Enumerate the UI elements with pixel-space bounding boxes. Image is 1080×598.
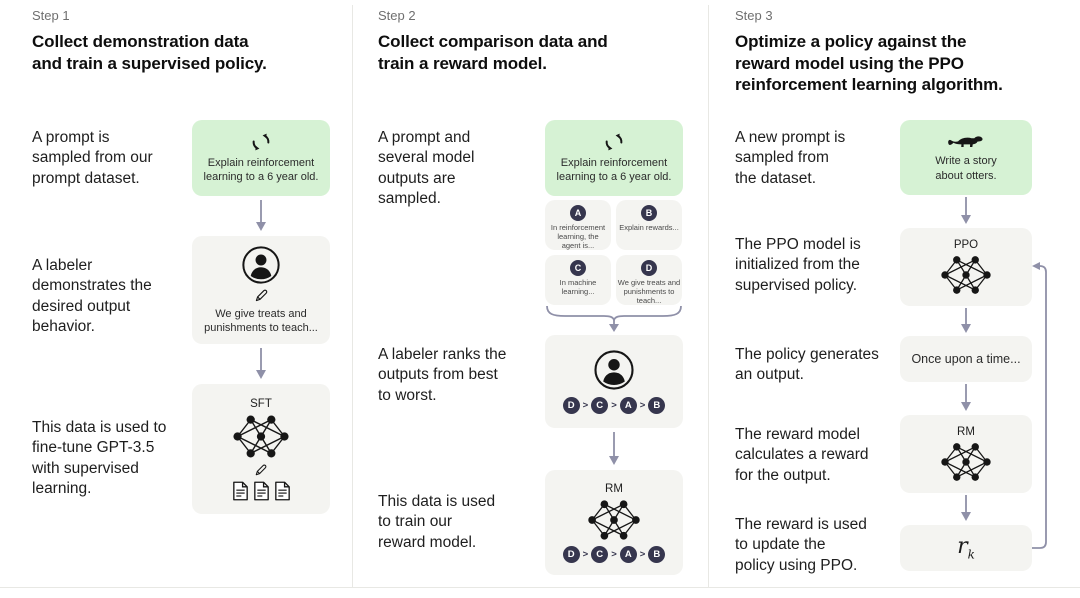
- output-text-a: In reinforcement learning, the agent is.…: [550, 223, 606, 250]
- step1-caption-labeler: A labeler demonstrates the desired outpu…: [32, 257, 152, 336]
- neural-net-icon: [231, 413, 291, 460]
- letter-badge-d: D: [641, 260, 657, 276]
- step2-rm-box: RM D > C > A > B: [545, 470, 683, 575]
- sft-label: SFT: [250, 397, 272, 410]
- model-outputs-grid: A In reinforcement learning, the agent i…: [545, 200, 682, 305]
- gt-separator: >: [639, 548, 646, 560]
- refresh-icon: [604, 132, 624, 152]
- neural-net-icon: [939, 441, 993, 483]
- step3-caption-output: The policy generates an output.: [735, 346, 879, 384]
- step2-labeler-box: D > C > A > B: [545, 335, 683, 428]
- step2-caption-train: This data is used to train our reward mo…: [378, 493, 496, 551]
- step1-header: Step 1 Collect demonstration data and tr…: [32, 8, 267, 74]
- documents-row: [232, 481, 291, 501]
- step3-prompt-text: Write a story about otters.: [935, 155, 997, 182]
- column-divider-2: [708, 5, 709, 587]
- step3-output-text: Once upon a time...: [911, 352, 1021, 366]
- gt-separator: >: [611, 400, 617, 411]
- step3-caption-update: The reward is used to update the policy …: [735, 516, 867, 574]
- step3-caption-reward: The reward model calculates a reward for…: [735, 426, 869, 484]
- bottom-divider: [0, 587, 1080, 588]
- output-text-c: In machine learning...: [559, 278, 597, 296]
- step3-reward-box: rk: [900, 525, 1032, 571]
- rank-chip: A: [619, 397, 637, 414]
- rm-label: RM: [605, 482, 623, 495]
- rank-chip: D: [562, 545, 580, 563]
- rank-chip: C: [591, 545, 609, 563]
- step3-rm-box: RM: [900, 415, 1032, 493]
- output-text-d: We give treats and punishments to teach.…: [617, 278, 681, 305]
- document-icon: [253, 481, 270, 501]
- flow-arrow: [961, 197, 971, 224]
- step3-output-box: Once upon a time...: [900, 336, 1032, 382]
- letter-badge-c: C: [570, 260, 586, 276]
- ranking-row: D > C > A > B: [562, 397, 666, 414]
- step2-caption-ranks: A labeler ranks the outputs from best to…: [378, 346, 507, 404]
- rank-chip: B: [648, 397, 666, 414]
- step3-ppo-box: PPO: [900, 228, 1032, 306]
- letter-badge-b: B: [641, 205, 657, 221]
- rank-chip: D: [562, 397, 580, 414]
- reward-symbol: rk: [957, 534, 975, 562]
- rank-chip: B: [648, 545, 666, 563]
- document-icon: [232, 481, 249, 501]
- step3-title: Optimize a policy against the reward mod…: [735, 32, 1003, 95]
- pencil-icon: [254, 288, 269, 303]
- step2-header: Step 2 Collect comparison data and train…: [378, 8, 608, 74]
- gt-separator: >: [611, 548, 617, 560]
- step1-labeler-box: We give treats and punishments to teach.…: [192, 236, 330, 344]
- step1-title: Collect demonstration data and train a s…: [32, 32, 267, 73]
- output-card-a: A In reinforcement learning, the agent i…: [545, 200, 611, 250]
- step1-caption-prompt: A prompt is sampled from our prompt data…: [32, 129, 153, 187]
- gt-separator: >: [582, 400, 589, 411]
- neural-net-icon: [586, 498, 642, 542]
- merge-brace-arrow: [546, 305, 682, 332]
- step1-label: Step 1: [32, 8, 70, 23]
- flow-arrow: [961, 384, 971, 411]
- step2-caption-sampled: A prompt and several model outputs are s…: [378, 129, 475, 208]
- flow-arrow: [256, 200, 266, 231]
- ppo-label: PPO: [953, 238, 979, 251]
- flow-arrow: [256, 348, 266, 379]
- person-icon: [593, 349, 635, 391]
- output-card-c: C In machine learning...: [545, 255, 611, 305]
- step3-caption-init: The PPO model is initialized from the su…: [735, 236, 861, 294]
- flow-arrow: [961, 308, 971, 333]
- output-card-d: D We give treats and punishments to teac…: [616, 255, 682, 305]
- person-icon: [241, 245, 281, 285]
- letter-badge-a: A: [570, 205, 586, 221]
- step1-demo-text: We give treats and punishments to teach.…: [204, 307, 318, 334]
- step3-label: Step 3: [735, 8, 773, 23]
- gt-separator: >: [639, 400, 646, 411]
- step2-title: Collect comparison data and train a rewa…: [378, 32, 608, 73]
- step2-prompt-box: Explain reinforcement learning to a 6 ye…: [545, 120, 683, 196]
- step1-caption-finetune: This data is used to fine-tune GPT-3.5 w…: [32, 419, 167, 498]
- neural-net-icon: [939, 254, 993, 296]
- column-divider-1: [352, 5, 353, 587]
- step2-prompt-text: Explain reinforcement learning to a 6 ye…: [556, 156, 672, 183]
- rm-label: RM: [957, 425, 975, 438]
- feedback-loop-arrow: [1032, 262, 1047, 549]
- step3-header: Step 3 Optimize a policy against the rew…: [735, 8, 1003, 96]
- output-card-b: B Explain rewards...: [616, 200, 682, 250]
- refresh-icon: [251, 132, 271, 152]
- step1-sft-box: SFT: [192, 384, 330, 514]
- gt-separator: >: [582, 548, 589, 560]
- ranking-row: D > C > A > B: [562, 545, 666, 563]
- output-text-b: Explain rewards...: [619, 223, 679, 232]
- otter-icon: [947, 132, 985, 150]
- step2-label: Step 2: [378, 8, 416, 23]
- pencil-icon: [254, 463, 268, 477]
- flow-arrow: [961, 495, 971, 521]
- step3-caption-new-prompt: A new prompt is sampled from the dataset…: [735, 129, 846, 187]
- rank-chip: C: [591, 397, 609, 414]
- step1-prompt-box: Explain reinforcement learning to a 6 ye…: [192, 120, 330, 196]
- flow-arrow: [609, 432, 619, 465]
- document-icon: [274, 481, 291, 501]
- step3-prompt-box: Write a story about otters.: [900, 120, 1032, 195]
- rank-chip: A: [619, 545, 637, 563]
- step1-prompt-text: Explain reinforcement learning to a 6 ye…: [203, 156, 319, 183]
